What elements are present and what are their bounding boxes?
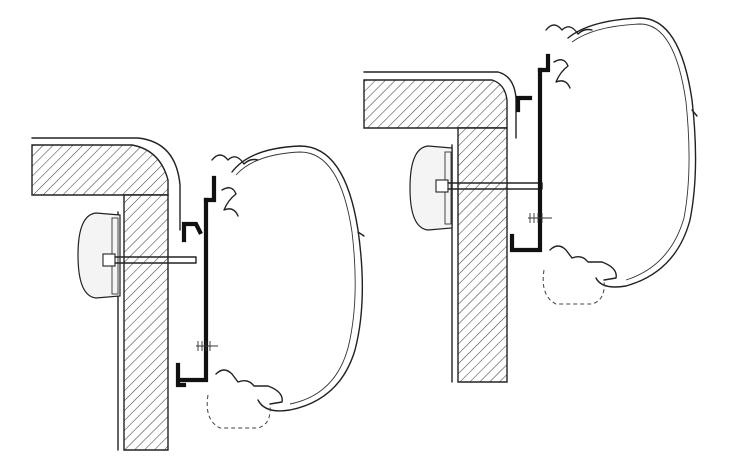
right-swing-path [542,269,605,305]
left-wall-section [123,194,169,451]
left-rail-clip [221,187,239,217]
left-bolt-nut [102,253,116,267]
right-mounting-detail [363,17,698,383]
left-top-rail [211,154,259,165]
right-bolt-nut [435,179,449,193]
right-profile-top [537,53,551,73]
right-screw [528,213,552,223]
left-mounting-detail [31,137,365,451]
left-roof-section [31,144,169,196]
left-lower-clip [215,369,283,405]
left-knob [77,212,121,299]
left-cassette-tick [357,231,365,237]
left-swing-path [206,394,271,429]
right-rail-clip [553,59,571,89]
left-awning-cassette [231,145,364,412]
left-screw [196,341,218,351]
right-knob [409,145,453,231]
right-adapter-profile [509,67,543,253]
left-profile-top [203,175,217,203]
right-wall-section [457,127,508,383]
right-cassette-inner [571,23,690,281]
right-top-rail [545,24,593,35]
right-lower-clip [549,245,617,281]
left-cassette-inner [235,151,356,405]
right-roof-section [363,79,508,129]
left-adapter-profile [175,197,209,388]
left-bolt-shaft [114,256,197,264]
right-cassette-tick [691,109,698,117]
right-awning-cassette [567,17,697,288]
left-roof-skin [31,137,181,231]
